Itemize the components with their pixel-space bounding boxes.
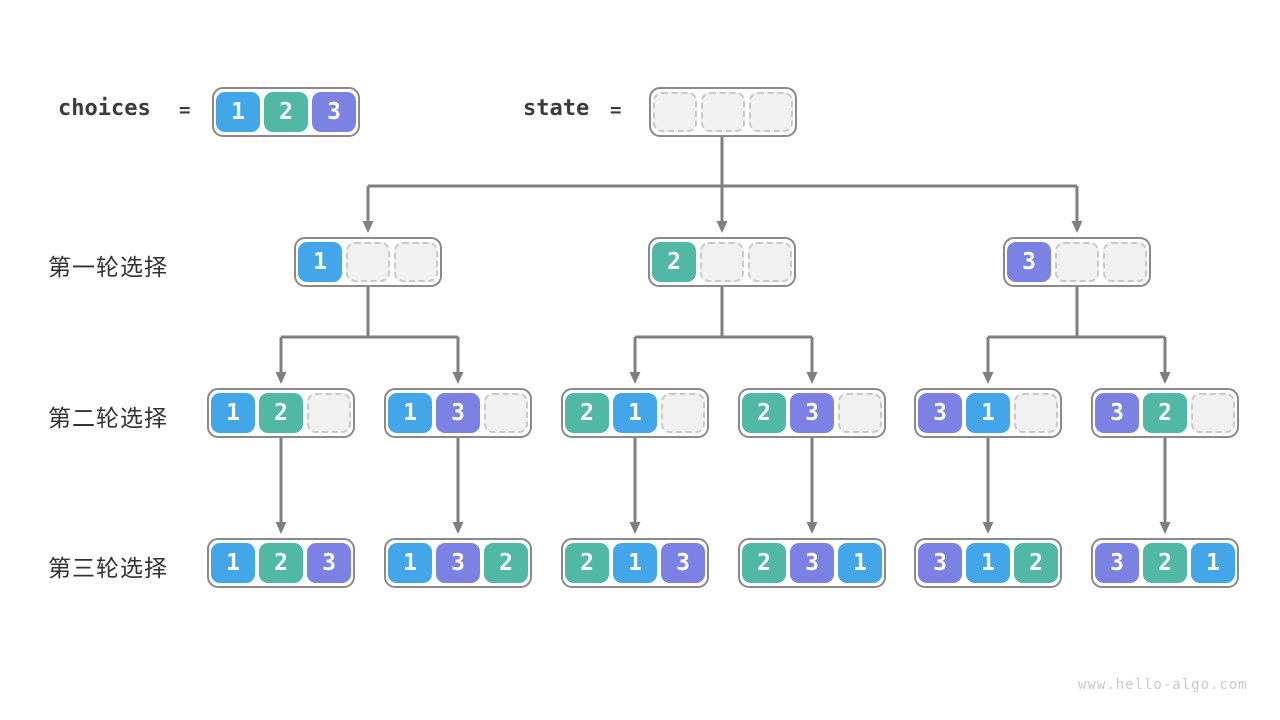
empty-cell: [394, 242, 438, 282]
choice-cell-2: 2: [742, 393, 786, 433]
choice-cell-3: 3: [1007, 242, 1051, 282]
choice-cell-2: 2: [565, 393, 609, 433]
choice-cell-3: 3: [918, 393, 962, 433]
choice-cell-1: 1: [966, 543, 1010, 583]
choice-cell-3: 3: [307, 543, 351, 583]
empty-cell: [346, 242, 390, 282]
empty-cell: [1055, 242, 1099, 282]
choice-cell-3: 3: [312, 92, 356, 132]
choice-cell-1: 1: [613, 543, 657, 583]
state-array-box: [649, 87, 797, 137]
choice-cell-1: 1: [838, 543, 882, 583]
choice-cell-1: 1: [388, 543, 432, 583]
round1-state-3: 3: [1003, 237, 1151, 287]
choice-cell-3: 3: [661, 543, 705, 583]
empty-cell: [749, 92, 793, 132]
round1-state-1: 1: [294, 237, 442, 287]
empty-cell: [484, 393, 528, 433]
choice-cell-3: 3: [918, 543, 962, 583]
choice-cell-1: 1: [966, 393, 1010, 433]
choice-cell-1: 1: [1191, 543, 1235, 583]
choice-cell-3: 3: [1095, 543, 1139, 583]
empty-cell: [700, 242, 744, 282]
choice-cell-2: 2: [264, 92, 308, 132]
choice-cell-2: 2: [565, 543, 609, 583]
choice-cell-2: 2: [652, 242, 696, 282]
empty-cell: [1103, 242, 1147, 282]
choice-cell-2: 2: [1143, 393, 1187, 433]
choice-cell-3: 3: [436, 543, 480, 583]
round-3-label: 第三轮选择: [48, 556, 168, 582]
round-1-label: 第一轮选择: [48, 255, 168, 281]
empty-cell: [1014, 393, 1058, 433]
empty-cell: [1191, 393, 1235, 433]
round1-state-2: 2: [648, 237, 796, 287]
choice-cell-1: 1: [211, 543, 255, 583]
choice-cell-1: 1: [216, 92, 260, 132]
choice-cell-3: 3: [436, 393, 480, 433]
choice-cell-1: 1: [211, 393, 255, 433]
empty-cell: [748, 242, 792, 282]
empty-cell: [838, 393, 882, 433]
empty-cell: [307, 393, 351, 433]
choice-cell-3: 3: [790, 543, 834, 583]
choice-cell-2: 2: [259, 543, 303, 583]
state-equals-sign: =: [610, 99, 622, 121]
choice-cell-3: 3: [790, 393, 834, 433]
watermark: www.hello-algo.com: [1078, 677, 1248, 693]
round-2-label: 第二轮选择: [48, 406, 168, 432]
empty-cell: [653, 92, 697, 132]
choices-equals-sign: =: [179, 99, 191, 121]
empty-cell: [661, 393, 705, 433]
choice-cell-2: 2: [259, 393, 303, 433]
empty-cell: [701, 92, 745, 132]
choice-cell-2: 2: [484, 543, 528, 583]
choice-cell-1: 1: [388, 393, 432, 433]
choice-cell-2: 2: [1143, 543, 1187, 583]
choice-cell-2: 2: [742, 543, 786, 583]
choice-cell-3: 3: [1095, 393, 1139, 433]
choices-label: choices: [58, 96, 151, 121]
choice-cell-1: 1: [613, 393, 657, 433]
choice-cell-1: 1: [298, 242, 342, 282]
choice-cell-2: 2: [1014, 543, 1058, 583]
state-label: state: [523, 96, 590, 121]
